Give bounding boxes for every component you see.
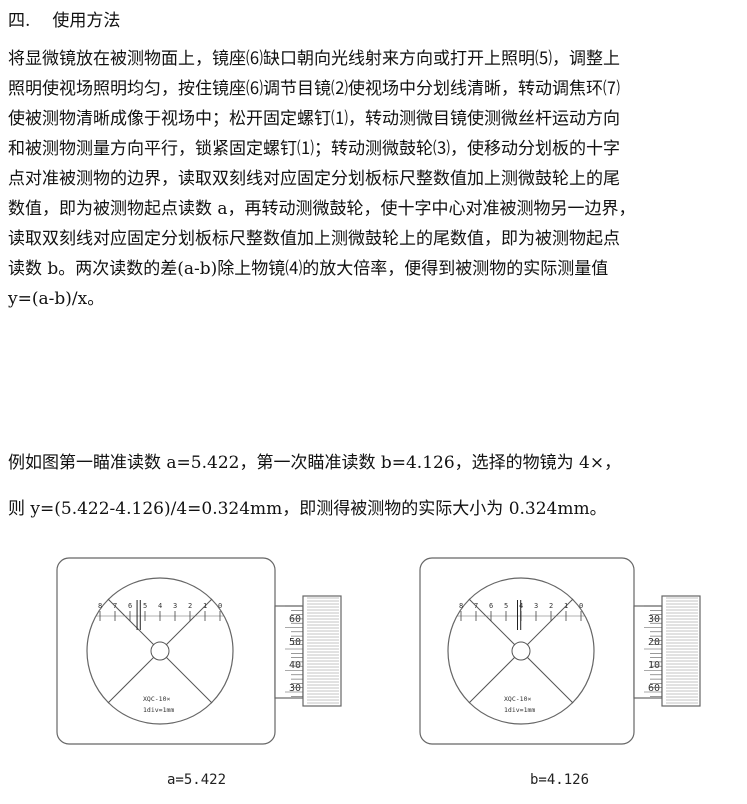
- paragraph-line: 使被测物清晰成像于视场中；松开固定螺钉⑴，转动测微目镜使测微丝杆运动方向: [8, 109, 620, 129]
- figure-a-drum-sleeve: [274, 605, 304, 699]
- scale-tick-label: 5: [504, 602, 508, 610]
- figure-a-double-line: [136, 600, 141, 630]
- scale-tick-label: 7: [113, 602, 117, 610]
- drum-label: 30: [289, 683, 301, 694]
- paragraph-line: 读取双刻线对应固定分划板标尺整数值加上测微鼓轮上的尾数值，即为被测物起点: [8, 229, 620, 249]
- scale-tick-label: 6: [489, 602, 493, 610]
- figure-a-drum-knurl: [307, 597, 339, 704]
- figure-a-scale: 8 7 6 5 4 3 2 1 0: [96, 602, 224, 621]
- scale-tick-label: 2: [188, 602, 192, 610]
- drum-label: 60: [648, 683, 660, 694]
- paragraph-line: y=(a-b)/x。: [8, 289, 105, 309]
- paragraph-line: 数值，即为被测物起点读数 a，再转动测微鼓轮，使十字中心对准被测物另一边界，: [8, 199, 636, 219]
- figure-a-div-label: 1div=1mm: [143, 706, 174, 714]
- scale-tick-label: 3: [534, 602, 538, 610]
- figure-b-center-circle: [511, 641, 531, 661]
- figure-a-drum-ticks: 60 50 40 30: [285, 605, 303, 697]
- figure-b-drum-ticks: 30 20 10 60: [644, 605, 662, 697]
- figure-b-caption: b=4.126: [530, 772, 590, 788]
- reticle-figure-a: 8 7 6 5 4 3 2 1 0 XQC-10× 1div=1mm 60 50 40 30: [56, 557, 342, 745]
- scale-tick-label: 2: [549, 602, 553, 610]
- example-result-line: 则 y=(5.422-4.126)/4=0.324mm，即测得被测物的实际大小为…: [8, 499, 607, 519]
- paragraph-line: 点对准被测物的边界，读取双刻线对应固定分划板标尺整数值加上测微鼓轮上的尾: [8, 169, 620, 189]
- section-title: 使用方法: [52, 11, 121, 31]
- scale-tick-label: 3: [173, 602, 177, 610]
- drum-label: 30: [648, 614, 660, 625]
- figure-b-drum-knurl: [666, 597, 698, 704]
- scale-tick-label: 5: [143, 602, 147, 610]
- figure-b-drum: [661, 595, 701, 707]
- scale-tick-label: 4: [158, 602, 162, 610]
- scale-tick-label: 7: [474, 602, 478, 610]
- drum-label: 50: [289, 637, 301, 648]
- paragraph-line: 将显微镜放在被测物面上，镜座⑹缺口朝向光线射来方向或打开上照明⑸，调整上: [8, 49, 620, 69]
- paragraph-line: 读数 b。两次读数的差(a-b)除上物镜⑷的放大倍率，便得到被测物的实际测量值: [8, 259, 609, 279]
- paragraph-line: 照明使视场照明均匀，按住镜座⑹调节目镜⑵使视场中分划线清晰，转动调焦环⑺: [8, 79, 620, 99]
- figure-b-model-label: XQC-10×: [504, 695, 531, 703]
- scale-tick-label: 8: [459, 602, 463, 610]
- scale-tick-label: 1: [564, 602, 568, 610]
- scale-tick-label: 8: [98, 602, 102, 610]
- scale-tick-label: 1: [203, 602, 207, 610]
- section-heading: 四. 使用方法: [8, 6, 120, 31]
- figure-b-drum-sleeve: [633, 605, 663, 699]
- scale-tick-label: 0: [218, 602, 222, 610]
- figure-a-caption: a=5.422: [167, 772, 227, 788]
- instructions-paragraph: 将显微镜放在被测物面上，镜座⑹缺口朝向光线射来方向或打开上照明⑸，调整上 照明使…: [8, 44, 742, 314]
- figure-b-div-label: 1div=1mm: [504, 706, 535, 714]
- drum-label: 20: [648, 637, 660, 648]
- figure-a-center-circle: [150, 641, 170, 661]
- example-line: 例如图第一瞄准读数 a=5.422，第一次瞄准读数 b=4.126，选择的物镜为…: [8, 453, 622, 473]
- paragraph-line: 和被测物测量方向平行，锁紧固定螺钉⑴；转动测微鼓轮⑶，使移动分划板的十字: [8, 139, 620, 159]
- figure-a-drum: [302, 595, 342, 707]
- scale-tick-label: 0: [579, 602, 583, 610]
- figure-a-model-label: XQC-10×: [143, 695, 170, 703]
- drum-label: 10: [648, 660, 660, 671]
- section-number: 四.: [8, 11, 31, 31]
- figure-b-double-line: [517, 600, 522, 630]
- scale-tick-label: 6: [128, 602, 132, 610]
- drum-label: 60: [289, 614, 301, 625]
- drum-label: 40: [289, 660, 301, 671]
